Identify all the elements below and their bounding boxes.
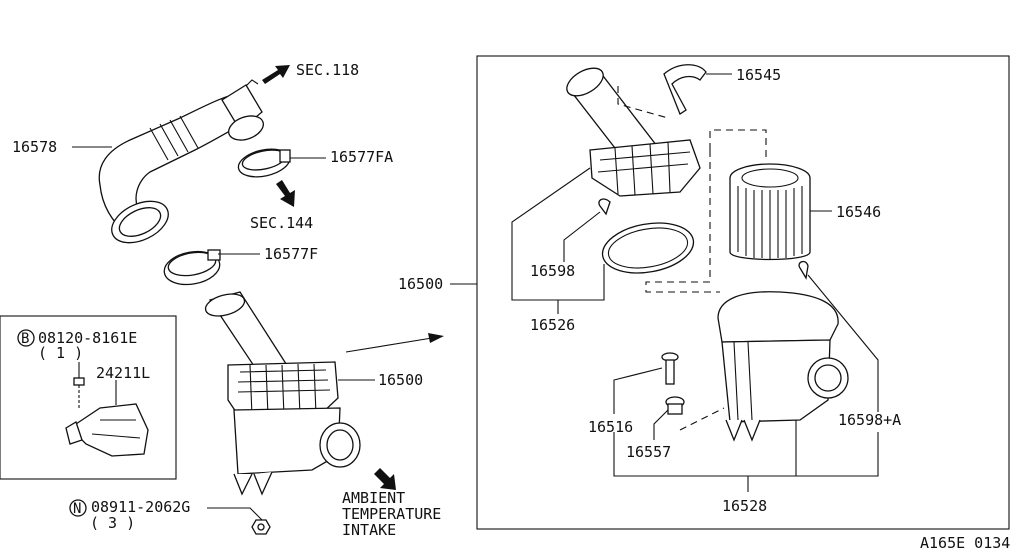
inset-box <box>0 315 177 480</box>
label-16500-box: 16500 <box>398 275 443 293</box>
label-16598a: 16598+A <box>838 411 901 429</box>
leader-16557 <box>653 409 669 440</box>
leader-16516 <box>613 367 663 414</box>
gasket-16526 <box>601 222 695 274</box>
nut-marker-circle <box>69 499 87 517</box>
label-16516: 16516 <box>588 418 633 436</box>
arrow-ambient-intake-icon <box>374 468 396 490</box>
bolt-marker-circle <box>17 329 35 347</box>
figure-code: A165E 0134 <box>920 534 1010 552</box>
clip-16598a <box>798 260 809 280</box>
label-16598: 16598 <box>530 262 575 280</box>
air-cleaner-case-16528 <box>717 291 849 442</box>
bolt-marker-letter: B <box>21 331 29 347</box>
label-ambient-line2: TEMPERATURE <box>342 505 441 523</box>
grommet-16557 <box>665 396 685 415</box>
arrow-exploded-head-icon <box>428 333 444 343</box>
filter-element-16546 <box>729 163 811 261</box>
dashed-grommet <box>679 407 725 431</box>
air-duct-hose <box>98 79 264 244</box>
label-16578: 16578 <box>12 138 57 156</box>
leader-16526-top <box>511 167 605 301</box>
label-sec118: SEC.118 <box>296 61 359 79</box>
hose-clamp-16577f <box>163 249 221 286</box>
bolt-icon <box>73 377 85 410</box>
label-ambient-line1: AMBIENT <box>342 489 405 507</box>
label-24211l: 24211L <box>96 364 150 382</box>
hose-clamp-16577fa <box>237 148 291 178</box>
dashed-cover-filter <box>645 129 767 293</box>
leader-16598a <box>807 274 879 412</box>
bolt-quantity: ( 1 ) <box>38 344 83 362</box>
label-16546: 16546 <box>836 203 881 221</box>
nut-part-number: 08911-2062G <box>91 498 190 516</box>
bracket-24211l <box>65 403 149 457</box>
nut-quantity: ( 3 ) <box>90 514 135 532</box>
arrow-sec118-icon <box>262 65 290 84</box>
label-16545: 16545 <box>736 66 781 84</box>
leader-16598 <box>563 211 601 262</box>
clip-16598 <box>598 198 611 216</box>
nut-icon <box>251 519 271 535</box>
air-cleaner-assembly <box>204 291 361 496</box>
leader-nut <box>207 507 263 521</box>
arrow-sec144-icon <box>276 180 295 207</box>
label-16577fa: 16577FA <box>330 148 393 166</box>
label-ambient-line3: INTAKE <box>342 521 396 539</box>
bolt-part-number: 08120-8161E <box>38 329 137 347</box>
exploded-view-box <box>476 55 1010 530</box>
label-sec144: SEC.144 <box>250 214 313 232</box>
label-16526: 16526 <box>530 316 575 334</box>
label-16528: 16528 <box>722 497 767 515</box>
bolt-16516 <box>661 352 679 385</box>
clip-16545 <box>663 64 707 115</box>
label-16500-left: 16500 <box>378 371 423 389</box>
label-16557: 16557 <box>626 443 671 461</box>
dashed-16545 <box>617 86 669 119</box>
air-cleaner-cover <box>566 67 701 197</box>
label-16577f: 16577F <box>264 245 318 263</box>
leader-16528 <box>613 420 879 492</box>
arrow-exploded-view <box>345 337 433 353</box>
nut-marker-letter: N <box>73 501 81 517</box>
